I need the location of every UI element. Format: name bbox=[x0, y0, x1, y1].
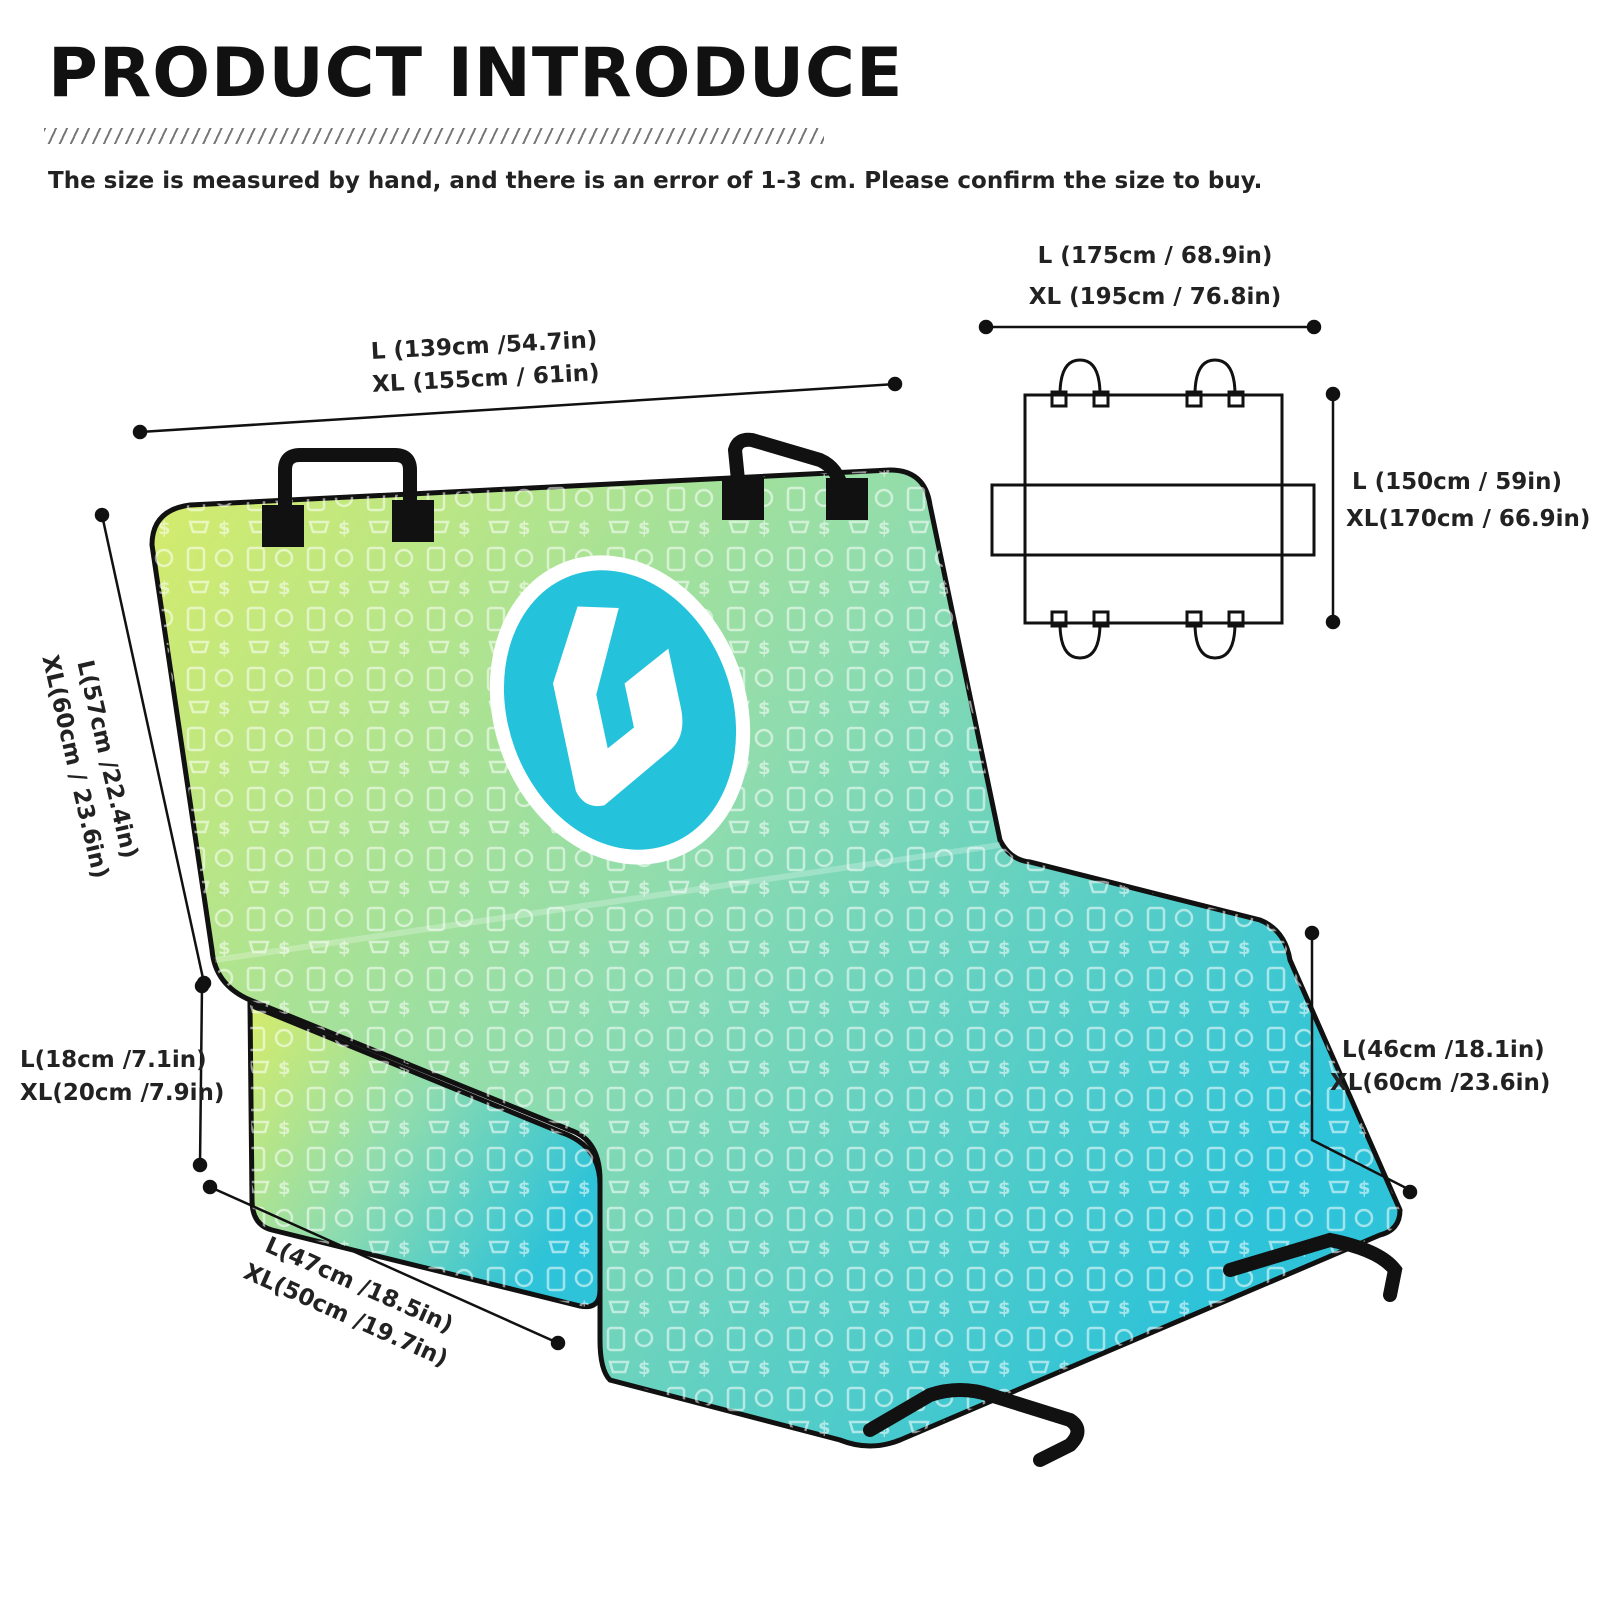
hatch-divider bbox=[44, 128, 824, 144]
brand-logo bbox=[489, 555, 751, 865]
flat-height-label: L (150cm / 59in) XL(170cm / 66.9in) bbox=[1346, 464, 1590, 538]
flat-width-xl: XL (195cm / 76.8in) bbox=[1028, 284, 1282, 311]
seat-cover-body bbox=[149, 467, 1403, 1449]
page-title: PRODUCT INTRODUCE bbox=[48, 34, 904, 113]
flat-height-xl: XL(170cm / 66.9in) bbox=[1346, 505, 1591, 532]
side-height-l: L(46cm /18.1in) bbox=[1342, 1037, 1545, 1063]
flap-height-label: L(18cm /7.1in) XL(20cm /7.9in) bbox=[20, 1044, 224, 1111]
flat-width-l: L (175cm / 68.9in) bbox=[1037, 243, 1273, 269]
size-note: The size is measured by hand, and there … bbox=[48, 168, 1263, 194]
headrest-strap-right bbox=[722, 432, 868, 520]
flat-layout-diagram bbox=[990, 358, 1316, 660]
flat-height-l: L (150cm / 59in) bbox=[1352, 469, 1562, 495]
headrest-strap-left bbox=[262, 448, 434, 547]
bottom-strap-front bbox=[863, 1383, 1085, 1467]
side-height-label: L(46cm /18.1in) XL(60cm /23.6in) bbox=[1330, 1034, 1550, 1101]
width-top-label: L (139cm /54.7in) XL (155cm / 61in) bbox=[353, 323, 616, 403]
flap-height-l: L(18cm /7.1in) bbox=[20, 1047, 207, 1073]
bottom-strap-right bbox=[1223, 1232, 1403, 1302]
side-height-xl: XL(60cm /23.6in) bbox=[1330, 1070, 1551, 1097]
flap-height-xl: XL(20cm /7.9in) bbox=[20, 1080, 225, 1107]
dimension-lines bbox=[94, 319, 1418, 1351]
flat-width-label: L (175cm / 68.9in) XL (195cm / 76.8in) bbox=[1020, 236, 1290, 319]
